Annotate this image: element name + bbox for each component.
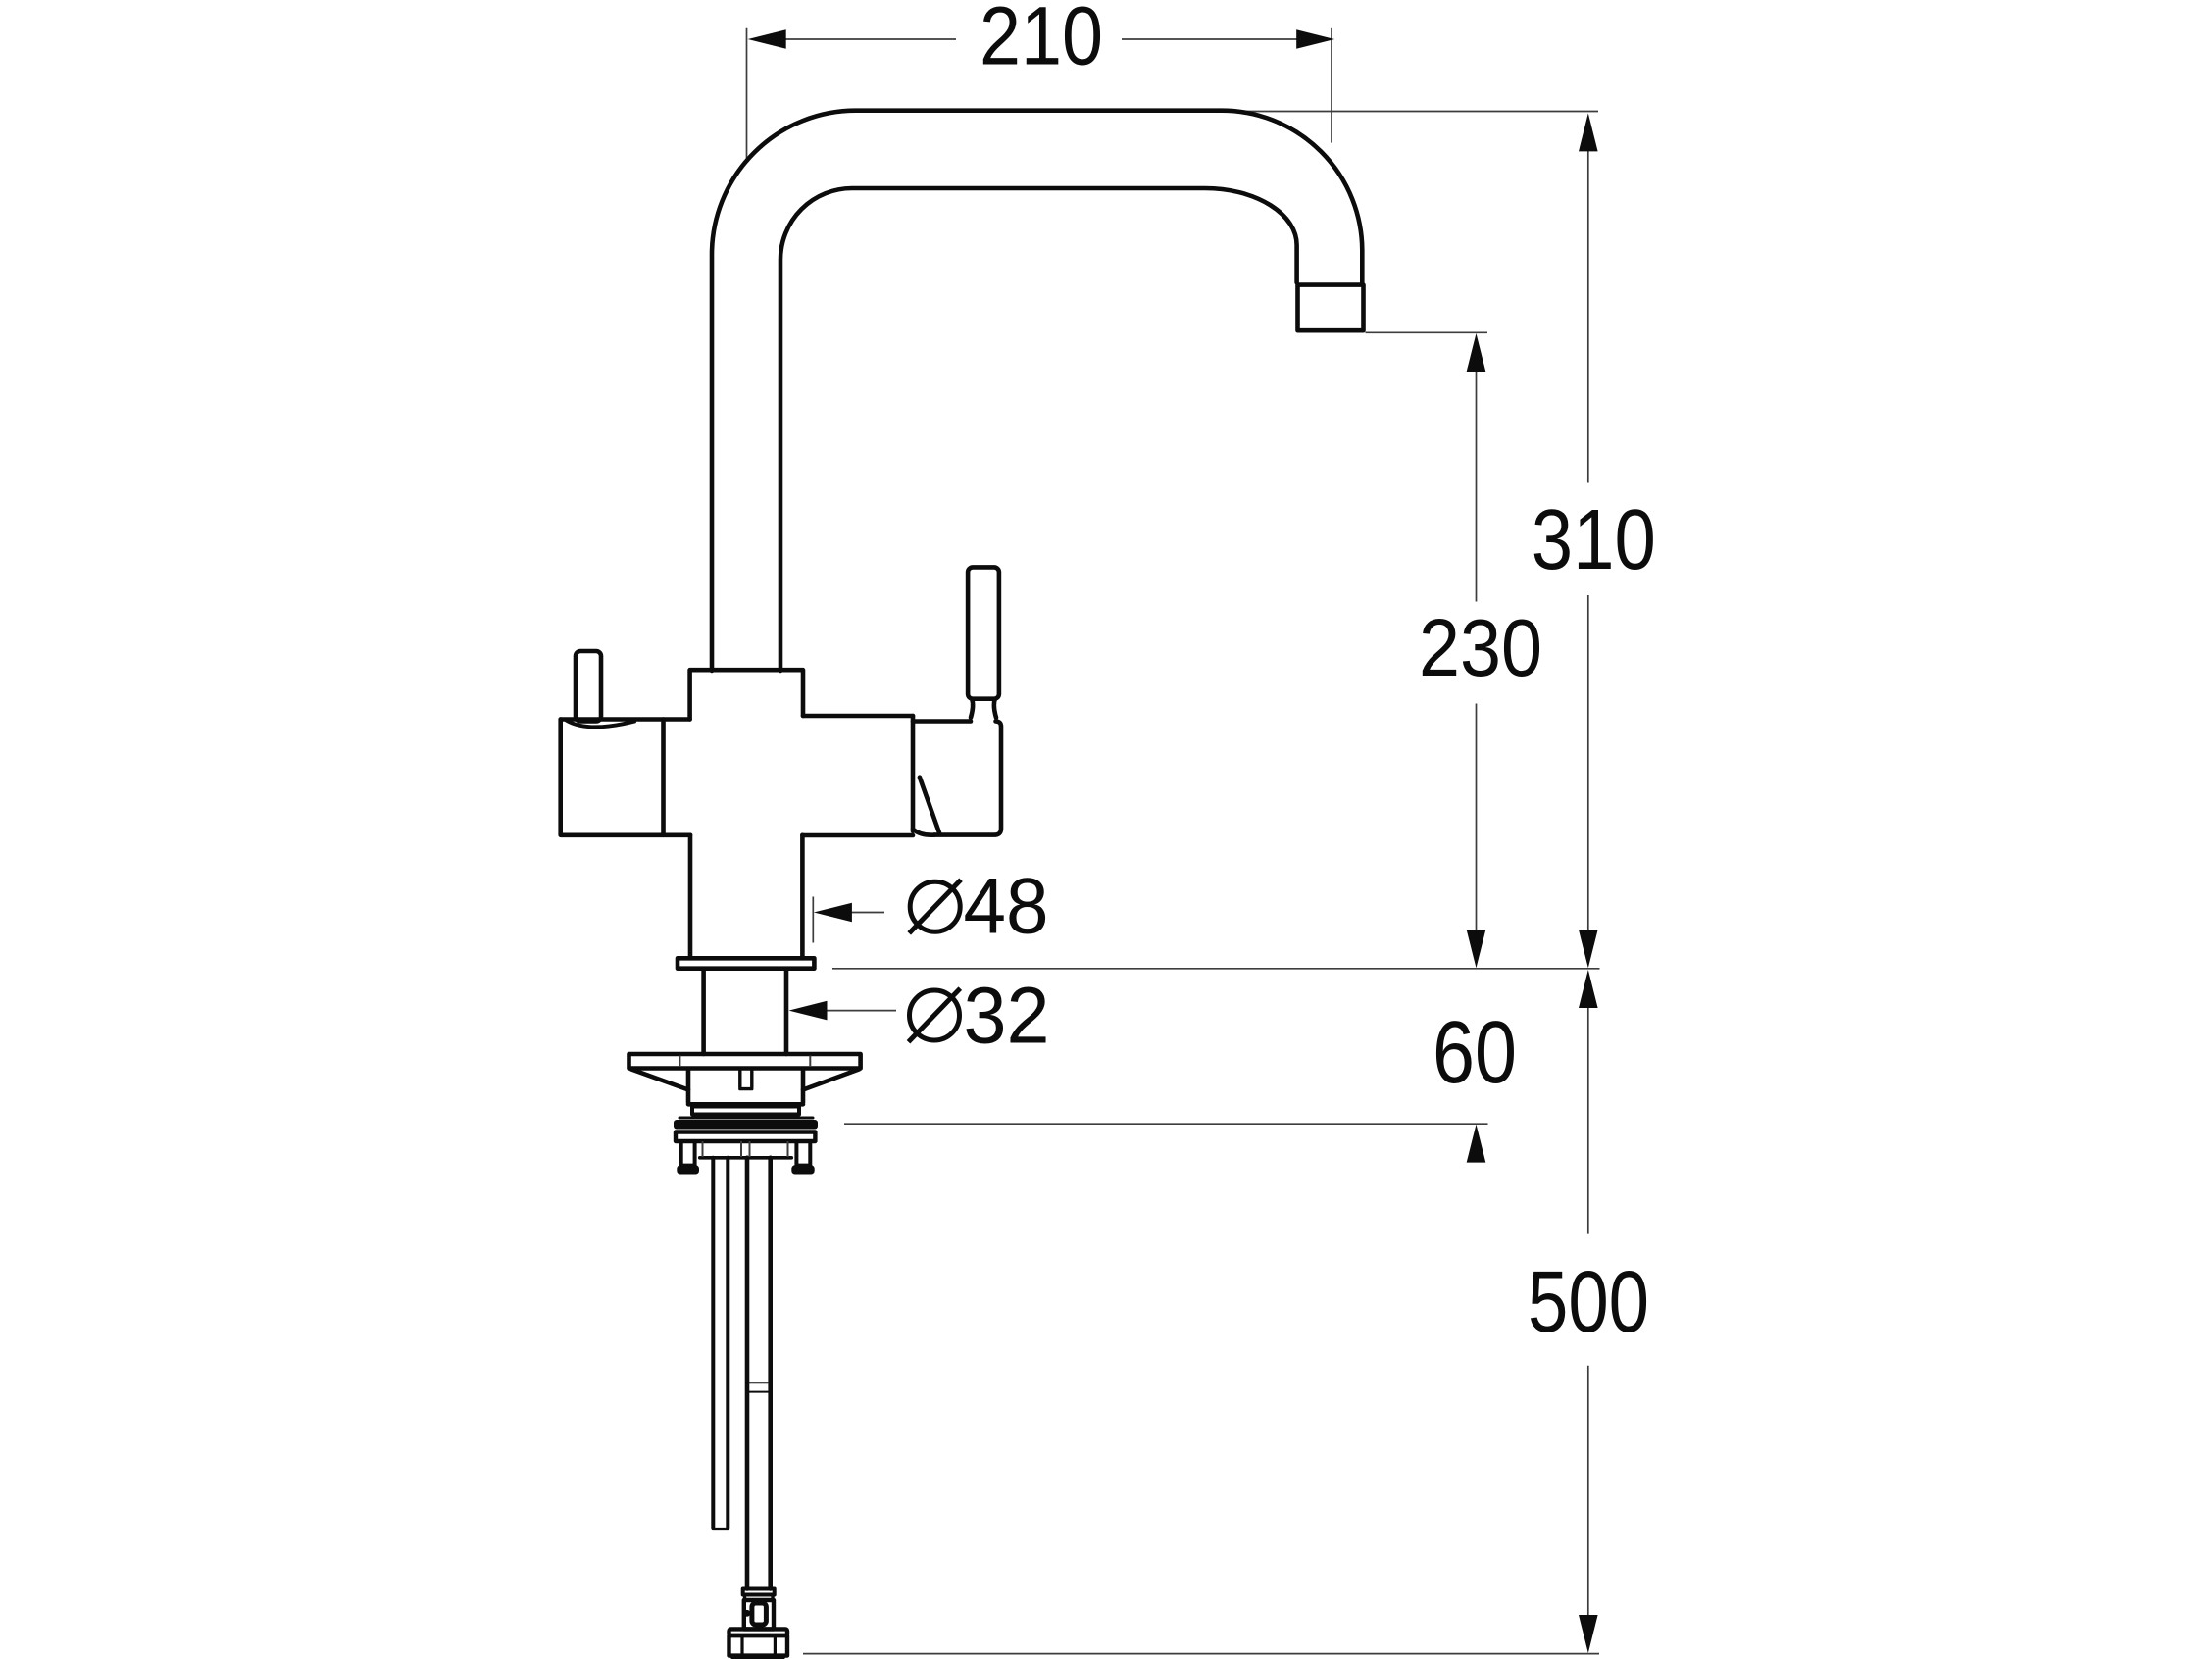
svg-text:32: 32 — [964, 972, 1050, 1061]
svg-text:60: 60 — [1433, 1004, 1517, 1102]
svg-text:210: 210 — [980, 0, 1103, 82]
svg-text:500: 500 — [1528, 1252, 1649, 1350]
svg-text:48: 48 — [964, 863, 1049, 951]
svg-text:310: 310 — [1532, 492, 1656, 587]
svg-text:230: 230 — [1419, 602, 1542, 693]
